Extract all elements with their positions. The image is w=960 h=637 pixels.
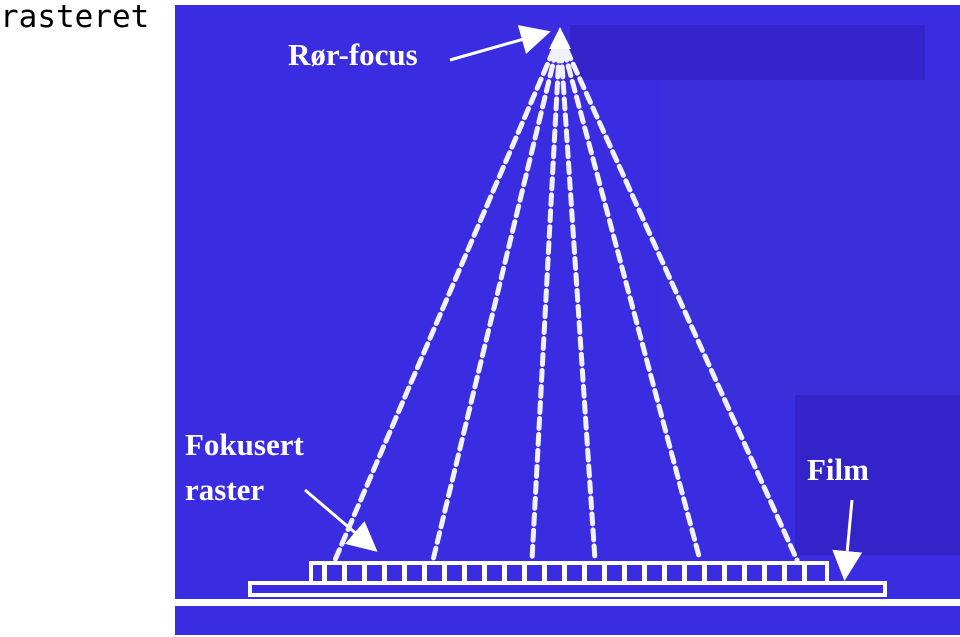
grid-lamellae [322, 565, 807, 581]
beam-1 [332, 32, 563, 563]
background-panel-film-label [795, 395, 960, 555]
film-label: Film [807, 452, 869, 487]
film-arrow [832, 499, 863, 581]
background-panel-right [660, 80, 960, 400]
beam-6 [557, 32, 800, 563]
grid-arrow [304, 488, 378, 552]
focus-arrow [449, 25, 551, 62]
film [248, 581, 887, 597]
grid-diagram: Rør-focus Fokusert raster Film [175, 5, 960, 635]
page-label: rasteret [0, 0, 150, 35]
xray-beams [332, 32, 800, 563]
background-panel-top-right [570, 25, 925, 80]
beam-5 [557, 32, 703, 563]
grid-label-line2: raster [185, 472, 264, 507]
beam-4 [557, 32, 598, 563]
beam-3 [529, 32, 563, 563]
grid-label-line1: Fokusert [185, 427, 305, 462]
table-base [175, 599, 960, 606]
beam-2 [430, 32, 563, 563]
tube-focus-point [549, 27, 571, 49]
focus-label: Rør-focus [288, 37, 418, 72]
